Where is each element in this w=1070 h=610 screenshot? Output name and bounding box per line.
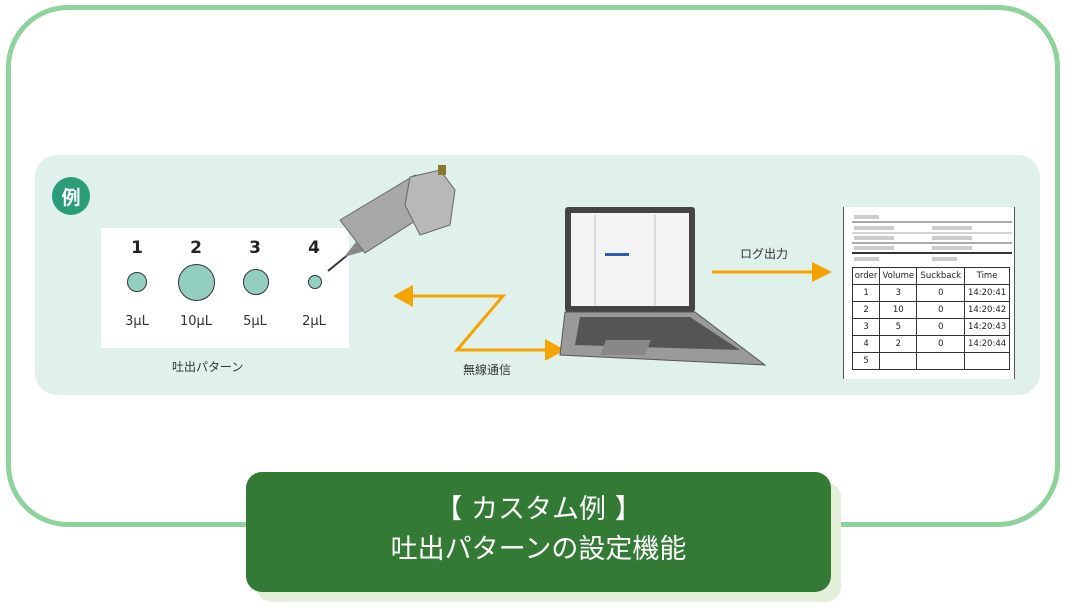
pattern-volume: 5μL (243, 314, 267, 329)
header-cell: Time (964, 267, 1010, 285)
cell: 0 (916, 284, 966, 302)
pattern-order: 1 (131, 238, 143, 258)
cell: 5 (851, 352, 881, 370)
cell: 0 (916, 301, 966, 319)
pattern-volume: 3μL (125, 314, 149, 329)
wireless-label: 無線通信 (463, 363, 512, 377)
log-output-arrow (712, 262, 832, 282)
pattern-order: 2 (190, 238, 202, 258)
cell: 1 (851, 284, 881, 302)
cell: 10 (879, 301, 918, 319)
cell: 2 (879, 335, 918, 353)
pattern-caption: 吐出パターン (172, 360, 244, 374)
laptop-icon (559, 207, 767, 366)
electronic-pipette-icon (327, 165, 456, 272)
cell: 5 (879, 318, 918, 336)
droplet-3ul (127, 272, 147, 292)
cell: 14:20:42 (964, 301, 1010, 319)
title-line-1: 【 カスタム例 】 (435, 494, 642, 525)
pattern-volume: 10μL (179, 314, 213, 329)
cell (964, 352, 1010, 370)
wireless-arrow (393, 285, 565, 360)
cell: 14:20:44 (964, 335, 1010, 353)
header-cell: order (851, 267, 881, 285)
dispense-pattern-card: 1 2 3 4 3μL 10μL 5μL 2μL (101, 228, 349, 348)
header-cell: Suckback (916, 267, 966, 285)
droplet-2ul (308, 275, 322, 289)
cell: 14:20:43 (964, 318, 1010, 336)
log-output-label: ログ出力 (740, 247, 789, 261)
cell: 0 (916, 318, 966, 336)
droplet-10ul (178, 264, 215, 301)
table-row: 5 (851, 352, 1010, 370)
title-line-2: 吐出パターンの設定機能 (390, 534, 687, 565)
droplet-5ul (243, 269, 269, 295)
cell: 3 (879, 284, 918, 302)
pattern-order: 3 (249, 238, 261, 258)
log-header-lines (852, 215, 1012, 261)
pattern-order: 4 (308, 238, 320, 258)
title-box: 【 カスタム例 】 吐出パターンの設定機能 (246, 472, 831, 592)
pattern-volume: 2μL (302, 314, 326, 329)
cell: 2 (851, 301, 881, 319)
cell (916, 352, 966, 370)
cell: 3 (851, 318, 881, 336)
cell: 4 (851, 335, 881, 353)
cell: 0 (916, 335, 966, 353)
example-badge: 例 (52, 177, 90, 215)
cell (879, 352, 918, 370)
cell: 14:20:41 (964, 284, 1010, 302)
header-cell: Volume (879, 267, 918, 285)
